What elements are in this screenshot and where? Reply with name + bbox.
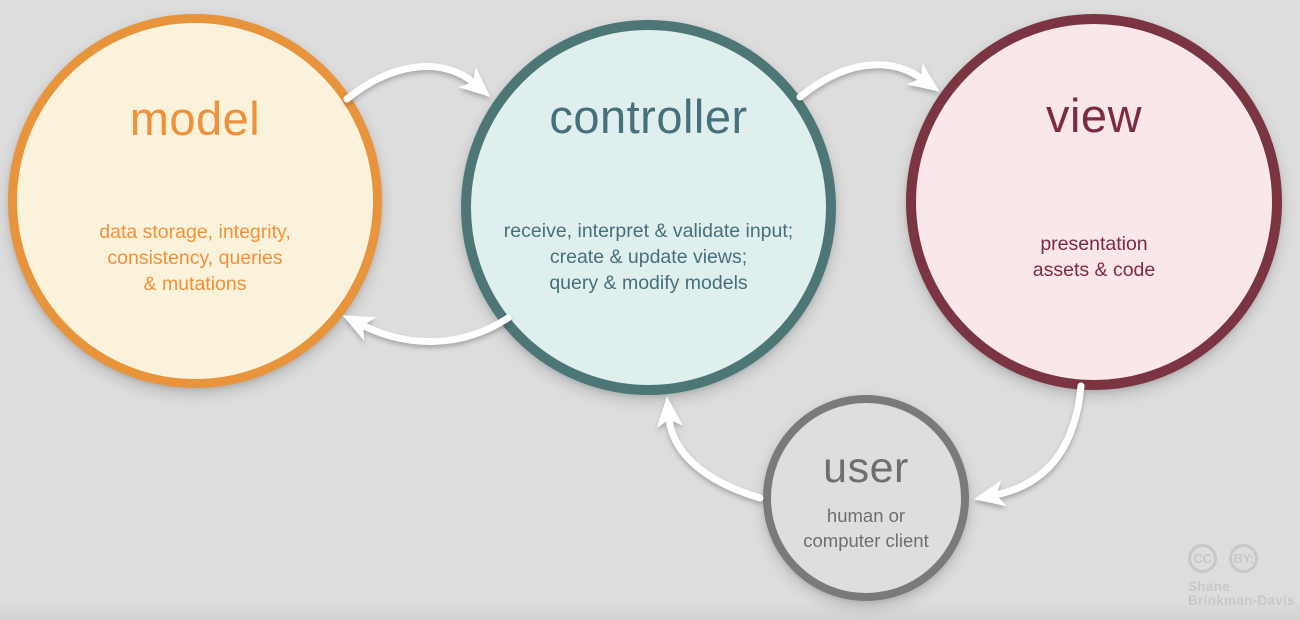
model-desc-line: data storage, integrity, <box>99 221 291 243</box>
view-node: view presentation assets & code <box>906 14 1282 390</box>
model-desc-line: consistency, queries <box>107 247 283 269</box>
controller-desc-line: query & modify models <box>549 272 748 294</box>
cc-icon: CC <box>1188 544 1217 573</box>
controller-node: controller receive, interpret & validate… <box>461 20 836 395</box>
cc-by-icon: BY: <box>1229 544 1258 573</box>
view-desc-line: presentation <box>1040 233 1148 255</box>
user-description: human or computer client <box>771 503 961 553</box>
arrow-user-to-controller <box>656 396 764 502</box>
arrow-view-to-user <box>973 382 1085 507</box>
model-node: model data storage, integrity, consisten… <box>8 14 382 388</box>
view-title: view <box>1045 89 1143 142</box>
view-description: presentation assets & code <box>916 231 1272 283</box>
user-desc-line: human or <box>826 505 906 526</box>
model-title: model <box>129 92 261 145</box>
arrow-controller-to-model <box>342 314 512 345</box>
model-description: data storage, integrity, consistency, qu… <box>17 219 373 297</box>
controller-desc-line: receive, interpret & validate input; <box>503 220 794 242</box>
view-desc-line: assets & code <box>1032 259 1156 281</box>
cc-attribution-badge: CC BY: Shane Brinkman-Davis <box>1188 544 1295 608</box>
controller-description: receive, interpret & validate input; cre… <box>471 218 826 296</box>
user-title: user <box>823 444 909 492</box>
model-desc-line: & mutations <box>143 273 247 295</box>
credit-name-line1: Shane <box>1188 579 1231 594</box>
controller-desc-line: create & update views; <box>549 246 748 268</box>
credit-name-line2: Brinkman-Davis <box>1188 593 1295 608</box>
user-node: user human or computer client <box>763 395 969 601</box>
user-desc-line: computer client <box>803 530 929 551</box>
controller-title: controller <box>549 90 748 143</box>
